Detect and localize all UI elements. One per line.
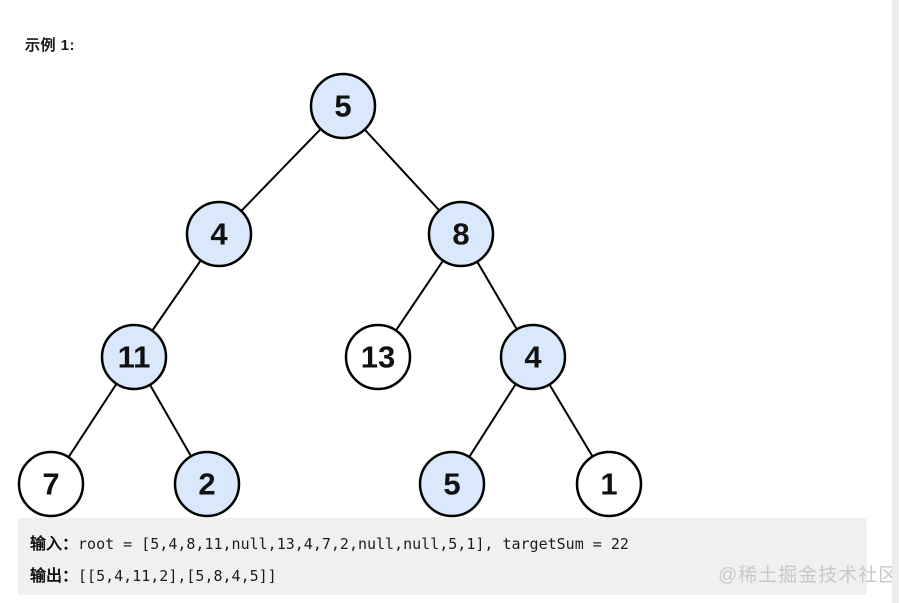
watermark: @稀土掘金技术社区 (718, 565, 899, 586)
tree-node-circle (100, 323, 168, 391)
io-block: 输入：root = [5,4,8,11,null,13,4,7,2,null,n… (18, 518, 867, 595)
tree-node-4: 4 (185, 200, 253, 268)
tree-node-4: 4 (499, 323, 567, 391)
tree-node-value: 13 (361, 340, 395, 375)
tree-node-circle (309, 72, 377, 140)
output-value: [[5,4,11,2],[5,8,4,5]] (78, 567, 277, 585)
tree-node-13: 13 (344, 323, 412, 391)
tree-node-circle (173, 450, 241, 518)
tree-node-circle (185, 200, 253, 268)
tree-node-1: 1 (575, 450, 643, 518)
tree-node-circle (427, 200, 495, 268)
tree-node-circle (344, 323, 412, 391)
tree-node-circle (499, 323, 567, 391)
scrollbar-track[interactable] (892, 0, 899, 603)
tree-node-circle (17, 450, 85, 518)
output-line: 输出：[[5,4,11,2],[5,8,4,5]] (30, 560, 867, 592)
tree-node-value: 2 (198, 467, 215, 502)
tree-node-value: 4 (524, 340, 542, 375)
tree-node-8: 8 (427, 200, 495, 268)
tree-node-value: 4 (210, 217, 228, 252)
tree-node-5: 5 (418, 450, 486, 518)
tree-node-value: 1 (600, 467, 617, 502)
tree-node-11: 11 (100, 323, 168, 391)
tree-node-2: 2 (173, 450, 241, 518)
tree-node-value: 8 (452, 217, 469, 252)
output-label: 输出： (30, 568, 79, 585)
input-value: root = [5,4,8,11,null,13,4,7,2,null,null… (78, 535, 629, 553)
tree-node-circle (575, 450, 643, 518)
tree-node-value: 7 (42, 467, 59, 502)
tree-node-value: 5 (334, 89, 351, 124)
input-line: 输入：root = [5,4,8,11,null,13,4,7,2,null,n… (30, 528, 867, 560)
tree-node-value: 5 (443, 467, 460, 502)
input-label: 输入： (30, 536, 79, 553)
tree-node-circle (418, 450, 486, 518)
tree-node-5: 5 (309, 72, 377, 140)
tree-node-value: 11 (118, 340, 151, 375)
tree-node-7: 7 (17, 450, 85, 518)
example-title: 示例 1: (25, 37, 76, 54)
